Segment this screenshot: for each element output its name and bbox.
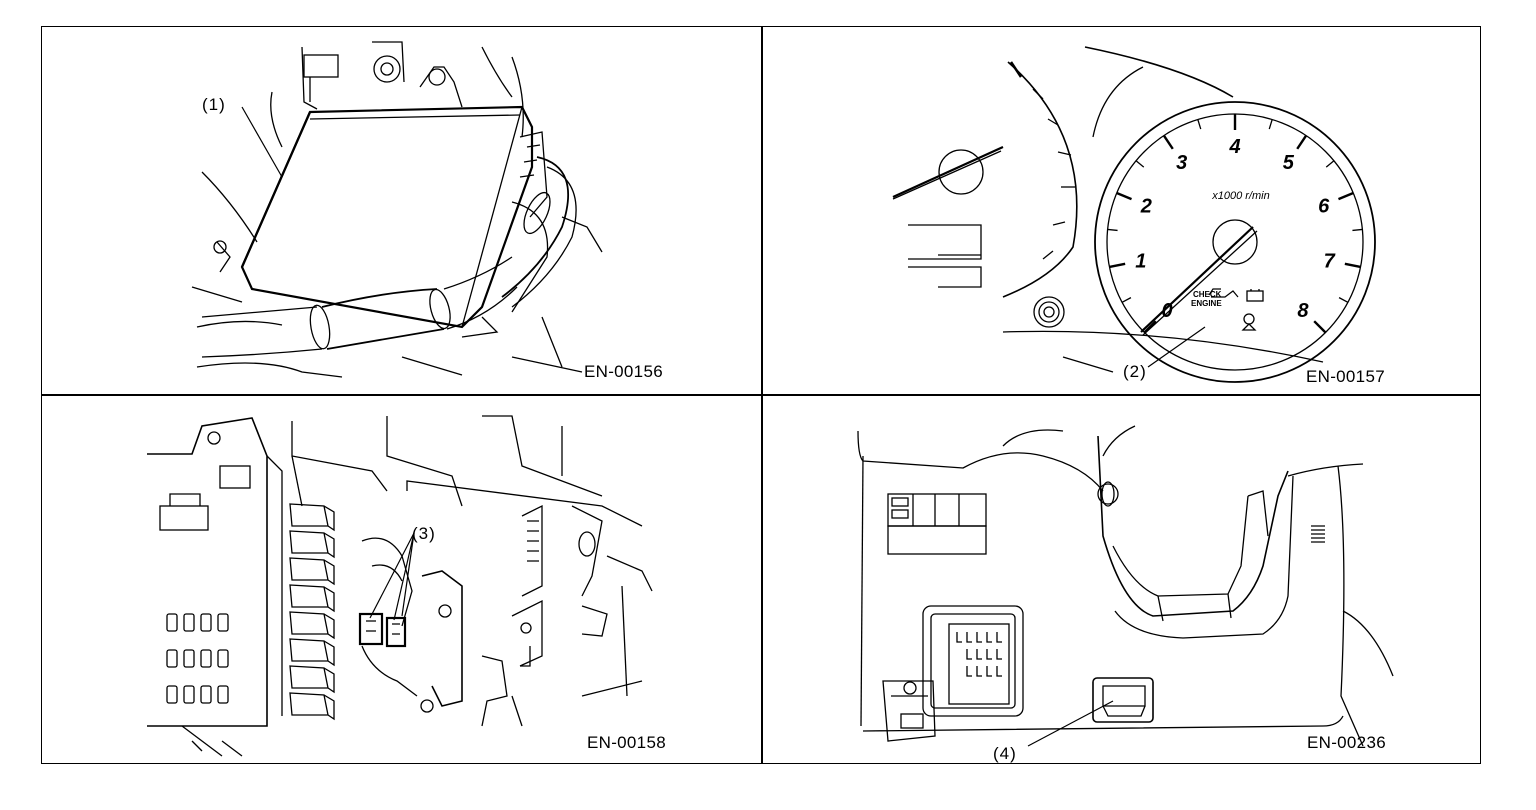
tach-minor-tick (1268, 119, 1273, 130)
tach-major-tick (1116, 191, 1132, 201)
relay (289, 557, 335, 586)
relay (289, 584, 335, 613)
callout-1: (1) (202, 95, 226, 114)
tach-numeral: 1 (1135, 251, 1146, 273)
callout-3: (3) (412, 524, 436, 543)
fuse-slot (200, 613, 212, 632)
panel-lower-dash: (4) EN-00236 (763, 396, 1482, 765)
meter-illustration: 0 1 2 3 4 5 6 7 8 x1000 r/min CHECK ENGINE (892, 46, 1376, 383)
switch-terminal (976, 649, 982, 660)
fuse-slot (200, 649, 212, 668)
relay (289, 692, 335, 721)
fuse-slot (183, 685, 195, 704)
relay (289, 638, 335, 667)
lower-dash-illustration (857, 425, 1394, 747)
tach-unit-label: x1000 r/min (1211, 190, 1269, 202)
switch-terminal (996, 632, 1002, 643)
switch-terminal (966, 666, 972, 677)
tach-major-tick (1344, 262, 1361, 269)
tach-minor-tick (1197, 119, 1202, 130)
tach-numeral: 7 (1324, 251, 1336, 273)
figure-code: EN-00157 (1306, 367, 1385, 386)
fuse-relay-illustration (147, 415, 653, 757)
tach-minor-tick (1121, 297, 1132, 303)
figure-frame: (1) EN-00156 (41, 26, 1481, 764)
fuse-slot (217, 685, 229, 704)
switch-terminal (986, 666, 992, 677)
relay (289, 503, 335, 532)
tach-minor-tick (1338, 297, 1349, 303)
switch-terminal (956, 632, 962, 643)
tach-numeral: 2 (1140, 195, 1152, 217)
tach-minor-tick (1352, 228, 1363, 232)
relay (289, 611, 335, 640)
panel-ecm: (1) EN-00156 (42, 27, 761, 394)
tach-major-tick (1143, 320, 1157, 334)
tach-major-tick (1313, 320, 1327, 334)
switch-terminal (996, 649, 1002, 660)
fuse-slot (166, 685, 178, 704)
tach-major-tick (1296, 134, 1308, 150)
tach-numeral: 8 (1297, 300, 1309, 322)
fuse-slot (183, 649, 195, 668)
switch-terminal (986, 649, 992, 660)
tach-numeral: 0 (1162, 300, 1173, 322)
horizontal-divider (42, 394, 1480, 396)
tach-numeral: 4 (1228, 136, 1240, 158)
tach-minor-tick (1107, 228, 1118, 232)
check-engine-line1: CHECK (1193, 290, 1222, 299)
tach-numeral: 5 (1283, 152, 1295, 174)
fuse-slot (166, 613, 178, 632)
fuse-slot (200, 685, 212, 704)
ecm-illustration (191, 41, 603, 378)
check-engine-line2: ENGINE (1191, 299, 1222, 308)
switch-terminal (966, 649, 972, 660)
tach-numeral: 3 (1176, 152, 1187, 174)
callout-4: (4) (993, 744, 1017, 763)
callout-2: (2) (1123, 362, 1147, 381)
switch-terminal (976, 666, 982, 677)
panel-fuse-relay: (3) EN-00158 (42, 396, 761, 765)
figure-code: EN-00156 (584, 362, 663, 381)
switch-terminal (986, 632, 992, 643)
fuse-slot (166, 649, 178, 668)
tach-major-tick (1109, 262, 1126, 269)
switch-terminal (976, 632, 982, 643)
tach-major-tick (1338, 191, 1354, 201)
switch-terminal (996, 666, 1002, 677)
tach-major-tick (1162, 134, 1174, 150)
fuse-slot (217, 649, 229, 668)
tach-minor-tick (1135, 160, 1145, 168)
figure-code: EN-00158 (587, 733, 666, 752)
fuse-slot (183, 613, 195, 632)
fuse-slot (217, 613, 229, 632)
panel-meter: 0 1 2 3 4 5 6 7 8 x1000 r/min CHECK ENGINE (2) E… (763, 27, 1482, 394)
tach-numeral: 6 (1318, 195, 1330, 217)
switch-terminal (966, 632, 972, 643)
relay (289, 530, 335, 559)
figure-code: EN-00236 (1307, 733, 1386, 752)
tach-minor-tick (1325, 160, 1335, 168)
relay (289, 665, 335, 694)
